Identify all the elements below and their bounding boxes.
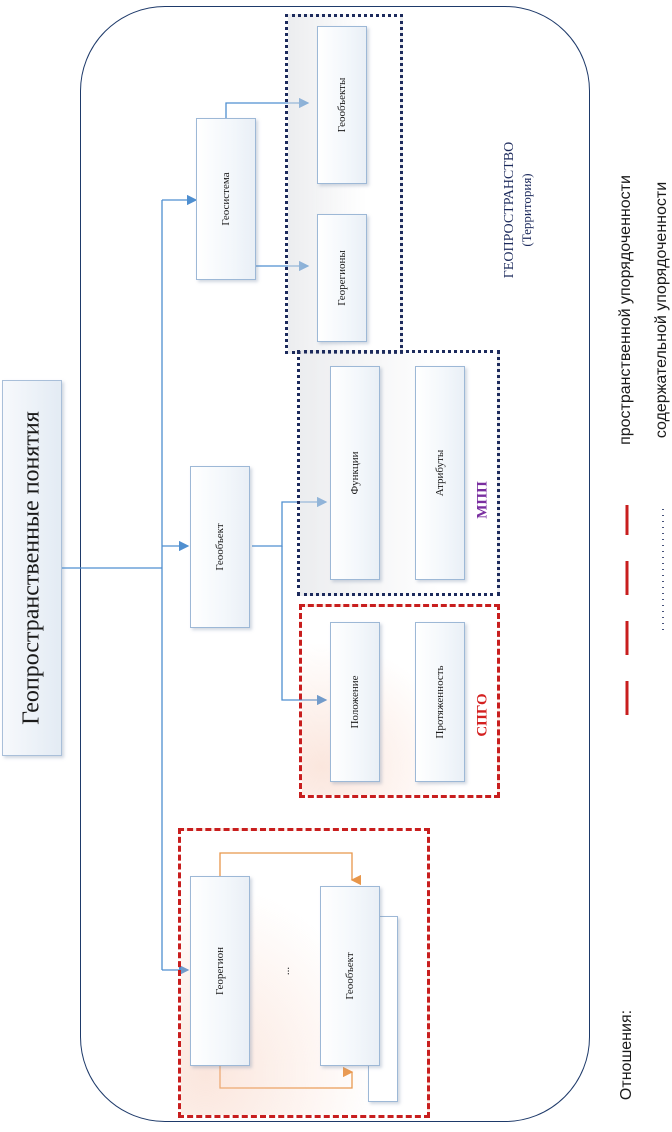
ellipsis-label: ... [280, 966, 292, 976]
legend-dots [662, 507, 664, 630]
mpp-label: МПП [474, 481, 491, 519]
attributes-box: Атрибуты [415, 366, 465, 580]
extent-box: Протяженность [415, 622, 465, 782]
ellipsis-wrap: ... [274, 956, 298, 986]
geoobject-mid-label: Геообъект [214, 523, 226, 571]
legend-title: Отношения: [618, 1009, 635, 1101]
orange-arrow-top [219, 852, 362, 886]
position-label: Положение [349, 675, 361, 729]
georegion-label: Георегион [214, 946, 226, 996]
orange-arrow-bottom [219, 1066, 354, 1089]
legend-content-wrap: содержательной упорядоченности [652, 160, 672, 460]
attributes-label: Атрибуты [434, 449, 446, 497]
legend-symbols [625, 505, 629, 715]
geoobject-mid-box: Геообъект [190, 466, 250, 628]
extent-label: Протяженность [434, 665, 446, 739]
legend-spatial-wrap: пространственной упорядоченности [612, 150, 640, 470]
geoobjects-label: Геообъекты [336, 77, 348, 133]
arrow-to-position [281, 546, 328, 706]
mpp-label-wrap: МПП [470, 470, 496, 530]
geospace-subtitle: (Территория) [518, 173, 534, 247]
geosystem-box: Геосистема [196, 118, 256, 280]
functions-box: Функции [330, 366, 380, 580]
geospace-title: ГЕОПРОСТРАНСТВО [502, 141, 518, 279]
spgo-label-wrap: СПГО [470, 680, 496, 750]
geoobject-bottom-box: Геообъект [320, 886, 380, 1066]
georegions-label: Георегионы [336, 250, 348, 306]
functions-label: Функции [349, 451, 361, 495]
geospace-container [80, 6, 590, 1122]
position-box: Положение [330, 622, 380, 782]
legend-title-wrap: Отношения: [612, 990, 642, 1120]
legend-spatial-label: пространственной упорядоченности [617, 175, 634, 445]
georegion-box: Георегион [190, 876, 250, 1066]
geospace-title-block: ГЕОПРОСТРАНСТВО (Территория) [483, 100, 553, 320]
legend-content-label: содержательной упорядоченности [653, 181, 670, 439]
spgo-label: СПГО [474, 693, 491, 737]
geoobject-bottom-label: Геообъект [344, 952, 356, 1000]
arrow-to-geoobjects [225, 97, 310, 118]
geosystem-label: Геосистема [220, 172, 232, 226]
root-concepts-box: Геопространственные понятия [2, 380, 62, 756]
georegions-box: Георегионы [317, 214, 367, 342]
geoobjects-box: Геообъекты [317, 26, 367, 184]
